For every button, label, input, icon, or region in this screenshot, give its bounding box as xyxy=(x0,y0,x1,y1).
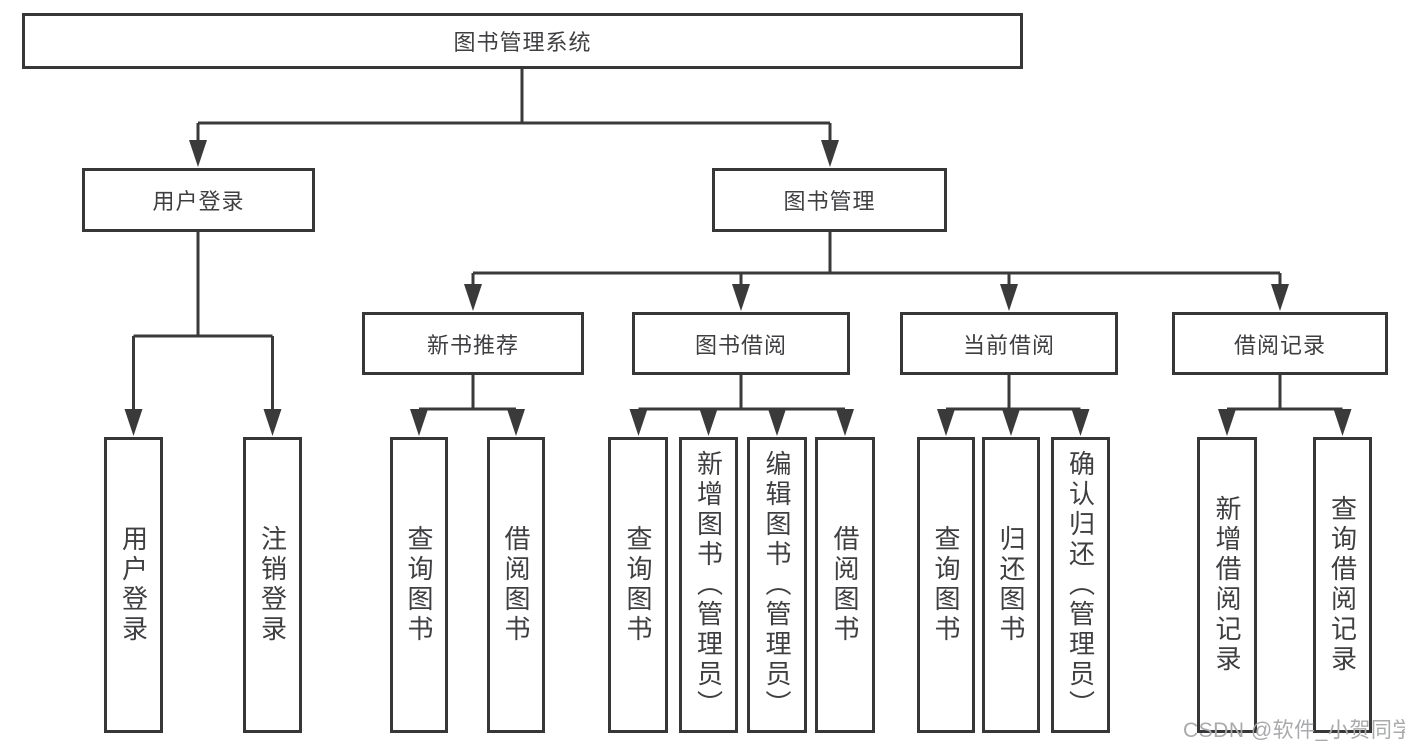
node-label: 用户登录 xyxy=(152,189,245,214)
arrowheads xyxy=(124,140,1352,436)
leaf-label: 确认归还（管理员） xyxy=(1065,450,1096,720)
node-label: 图书管理系统 xyxy=(453,30,592,55)
leaf-label: 新增图书（管理员） xyxy=(693,450,724,720)
leaf-label: 借阅图书 xyxy=(501,525,531,645)
leaf-borrow-book: 借阅图书 xyxy=(815,437,875,733)
leaf-confirm-return-admin: 确认归还（管理员） xyxy=(1051,437,1110,733)
node-borrow-records: 借阅记录 xyxy=(1172,312,1388,375)
csdn-watermark: CSDN @软件_小贺同学 xyxy=(1183,719,1405,742)
leaf-edit-book-admin: 编辑图书（管理员） xyxy=(747,437,807,733)
leaf-return-book: 归还图书 xyxy=(982,437,1040,733)
leaf-add-borrow-record: 新增借阅记录 xyxy=(1197,437,1257,733)
node-label: 当前借阅 xyxy=(962,332,1055,358)
node-current-borrow: 当前借阅 xyxy=(900,312,1118,375)
node-library-management-system: 图书管理系统 xyxy=(22,13,1023,69)
leaf-label: 注销登录 xyxy=(257,525,288,645)
leaf-label: 编辑图书（管理员） xyxy=(762,450,792,720)
leaf-query-book: 查询图书 xyxy=(608,437,668,733)
leaf-label: 查询图书 xyxy=(931,525,961,645)
leaf-label: 查询借阅记录 xyxy=(1327,495,1358,675)
leaf-label: 查询图书 xyxy=(404,525,434,645)
node-book-borrow: 图书借阅 xyxy=(632,312,850,375)
node-label: 图书借阅 xyxy=(694,332,787,358)
leaf-user-login: 用户登录 xyxy=(104,437,163,733)
leaf-query-borrow-record: 查询借阅记录 xyxy=(1313,437,1372,733)
leaf-borrow-book: 借阅图书 xyxy=(487,437,545,733)
node-book-management: 图书管理 xyxy=(712,168,947,232)
leaf-query-book: 查询图书 xyxy=(917,437,975,733)
node-label: 图书管理 xyxy=(783,189,876,214)
node-new-book-recommend: 新书推荐 xyxy=(362,312,584,375)
leaf-label: 用户登录 xyxy=(118,525,149,645)
node-label: 借阅记录 xyxy=(1233,332,1326,358)
leaf-label: 借阅图书 xyxy=(830,525,860,645)
leaf-label: 归还图书 xyxy=(996,525,1026,645)
leaf-label: 查询图书 xyxy=(623,525,653,645)
leaf-query-book: 查询图书 xyxy=(390,437,448,733)
node-label: 新书推荐 xyxy=(426,332,519,358)
leaf-label: 新增借阅记录 xyxy=(1212,495,1242,675)
leaf-logout: 注销登录 xyxy=(243,437,302,733)
node-user-login: 用户登录 xyxy=(82,168,315,232)
leaf-add-book-admin: 新增图书（管理员） xyxy=(679,437,738,733)
